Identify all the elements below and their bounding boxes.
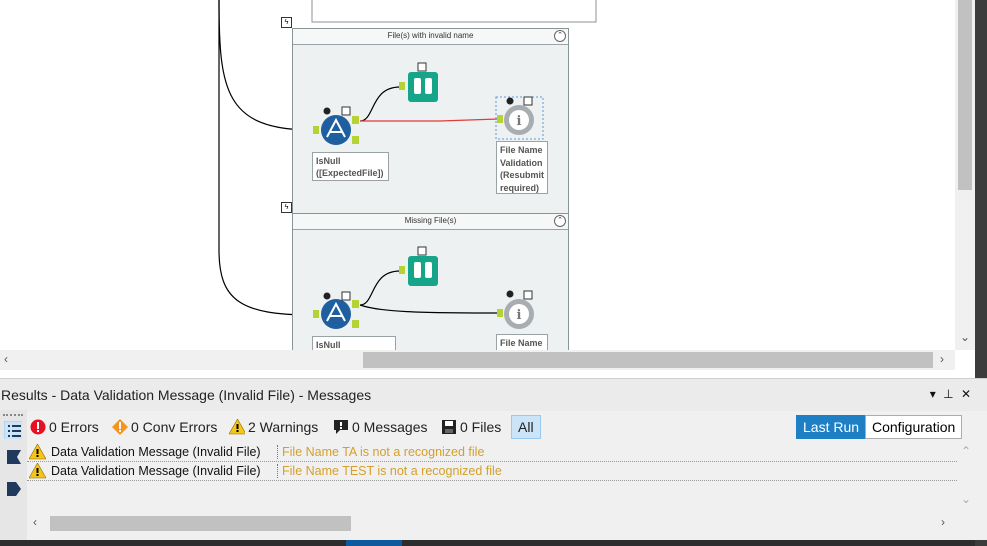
collapse-icon[interactable]: ⌃ — [554, 215, 566, 227]
results-filter-bar: 0 Errors 0 Conv Errors 2 Warnings 0 Mess… — [27, 415, 977, 441]
errors-filter-label: 0 Errors — [49, 419, 99, 435]
messages-filter-label: 0 Messages — [352, 419, 428, 435]
scrollbar-thumb[interactable] — [363, 352, 933, 368]
container-header[interactable]: File(s) with invalid name ⌃ — [293, 29, 568, 45]
error-icon — [30, 419, 46, 435]
connection-line — [218, 0, 313, 316]
filter-tool-label[interactable]: IsNull — [312, 336, 396, 350]
filter-tool-label[interactable]: IsNull ([ExpectedFile]) — [312, 152, 389, 181]
warnings-filter[interactable]: 2 Warnings — [229, 415, 318, 439]
input-anchor-icon[interactable] — [4, 447, 22, 465]
errors-filter[interactable]: 0 Errors — [30, 415, 99, 439]
lightning-icon[interactable]: ϟ — [281, 17, 292, 28]
results-title-bar: Results - Data Validation Message (Inval… — [0, 378, 987, 411]
canvas-horizontal-scrollbar[interactable]: ‹ › — [0, 350, 955, 370]
results-side-toolbar — [0, 410, 27, 540]
warnings-filter-label: 2 Warnings — [248, 419, 319, 435]
list-item[interactable]: Data Validation Message (Invalid File) F… — [27, 462, 957, 481]
files-filter-label: 0 Files — [460, 419, 502, 435]
container-title: File(s) with invalid name — [387, 31, 474, 40]
chevron-left-icon[interactable]: ‹ — [4, 352, 8, 366]
results-title: Results - Data Validation Message (Inval… — [1, 387, 372, 403]
status-bar — [0, 540, 975, 546]
column-divider — [277, 464, 278, 478]
chevron-down-icon[interactable]: ⌄ — [961, 492, 972, 506]
chevron-left-icon[interactable]: ‹ — [33, 515, 37, 529]
list-view-icon[interactable] — [4, 421, 22, 439]
scrollbar-thumb[interactable] — [958, 0, 972, 190]
list-item[interactable]: Data Validation Message (Invalid File) F… — [27, 443, 957, 462]
conversion-error-icon — [112, 419, 128, 435]
message-text: File Name TA is not a recognized file — [282, 445, 485, 459]
warning-icon — [29, 444, 46, 460]
panel-controls-icon[interactable]: ▾ ⊥ ✕ — [929, 387, 973, 401]
workflow-canvas[interactable]: ϟ File(s) with invalid name ⌃ ϟ Missing … — [0, 0, 955, 350]
messages-horizontal-scrollbar[interactable]: ‹ › — [27, 514, 957, 532]
messages-vertical-scrollbar[interactable]: ⌃ ⌄ — [957, 442, 975, 512]
scrollbar-thumb[interactable] — [50, 516, 351, 531]
results-panel: Results - Data Validation Message (Inval… — [0, 378, 987, 540]
message-tool-label[interactable]: File Name — [496, 334, 548, 350]
output-anchor-icon[interactable] — [4, 479, 22, 497]
container-missing-files[interactable]: Missing File(s) ⌃ — [292, 213, 569, 350]
lightning-icon[interactable]: ϟ — [281, 202, 292, 213]
container-header[interactable]: Missing File(s) ⌃ — [293, 214, 568, 230]
chevron-up-icon[interactable]: ⌃ — [961, 444, 972, 458]
container-title: Missing File(s) — [404, 216, 457, 225]
column-divider — [277, 445, 278, 459]
conv-errors-filter-label: 0 Conv Errors — [131, 419, 218, 435]
message-tool-name: Data Validation Message (Invalid File) — [51, 445, 261, 459]
collapse-icon[interactable]: ⌃ — [554, 30, 566, 42]
status-segment — [346, 540, 402, 546]
chevron-right-icon[interactable]: › — [941, 515, 945, 529]
warning-icon — [29, 463, 46, 479]
last-run-tab[interactable]: Last Run — [796, 415, 867, 439]
all-filter-button[interactable]: All — [511, 415, 541, 439]
grip-icon — [3, 414, 23, 418]
conv-errors-filter[interactable]: 0 Conv Errors — [112, 415, 217, 439]
message-icon — [334, 420, 348, 434]
message-tool-name: Data Validation Message (Invalid File) — [51, 464, 261, 478]
files-filter[interactable]: 0 Files — [441, 415, 501, 439]
configuration-tab[interactable]: Configuration — [865, 415, 963, 439]
message-tool-label[interactable]: File Name Validation (Resubmit required) — [496, 141, 548, 194]
message-text: File Name TEST is not a recognized file — [282, 464, 502, 478]
warning-icon — [229, 419, 245, 435]
chevron-down-icon[interactable]: ⌄ — [960, 330, 971, 344]
messages-filter[interactable]: 0 Messages — [333, 415, 427, 439]
save-icon — [442, 420, 456, 434]
connections-layer — [218, 0, 597, 316]
canvas-vertical-scrollbar[interactable]: ⌄ — [955, 0, 975, 350]
chevron-right-icon[interactable]: › — [940, 352, 944, 366]
